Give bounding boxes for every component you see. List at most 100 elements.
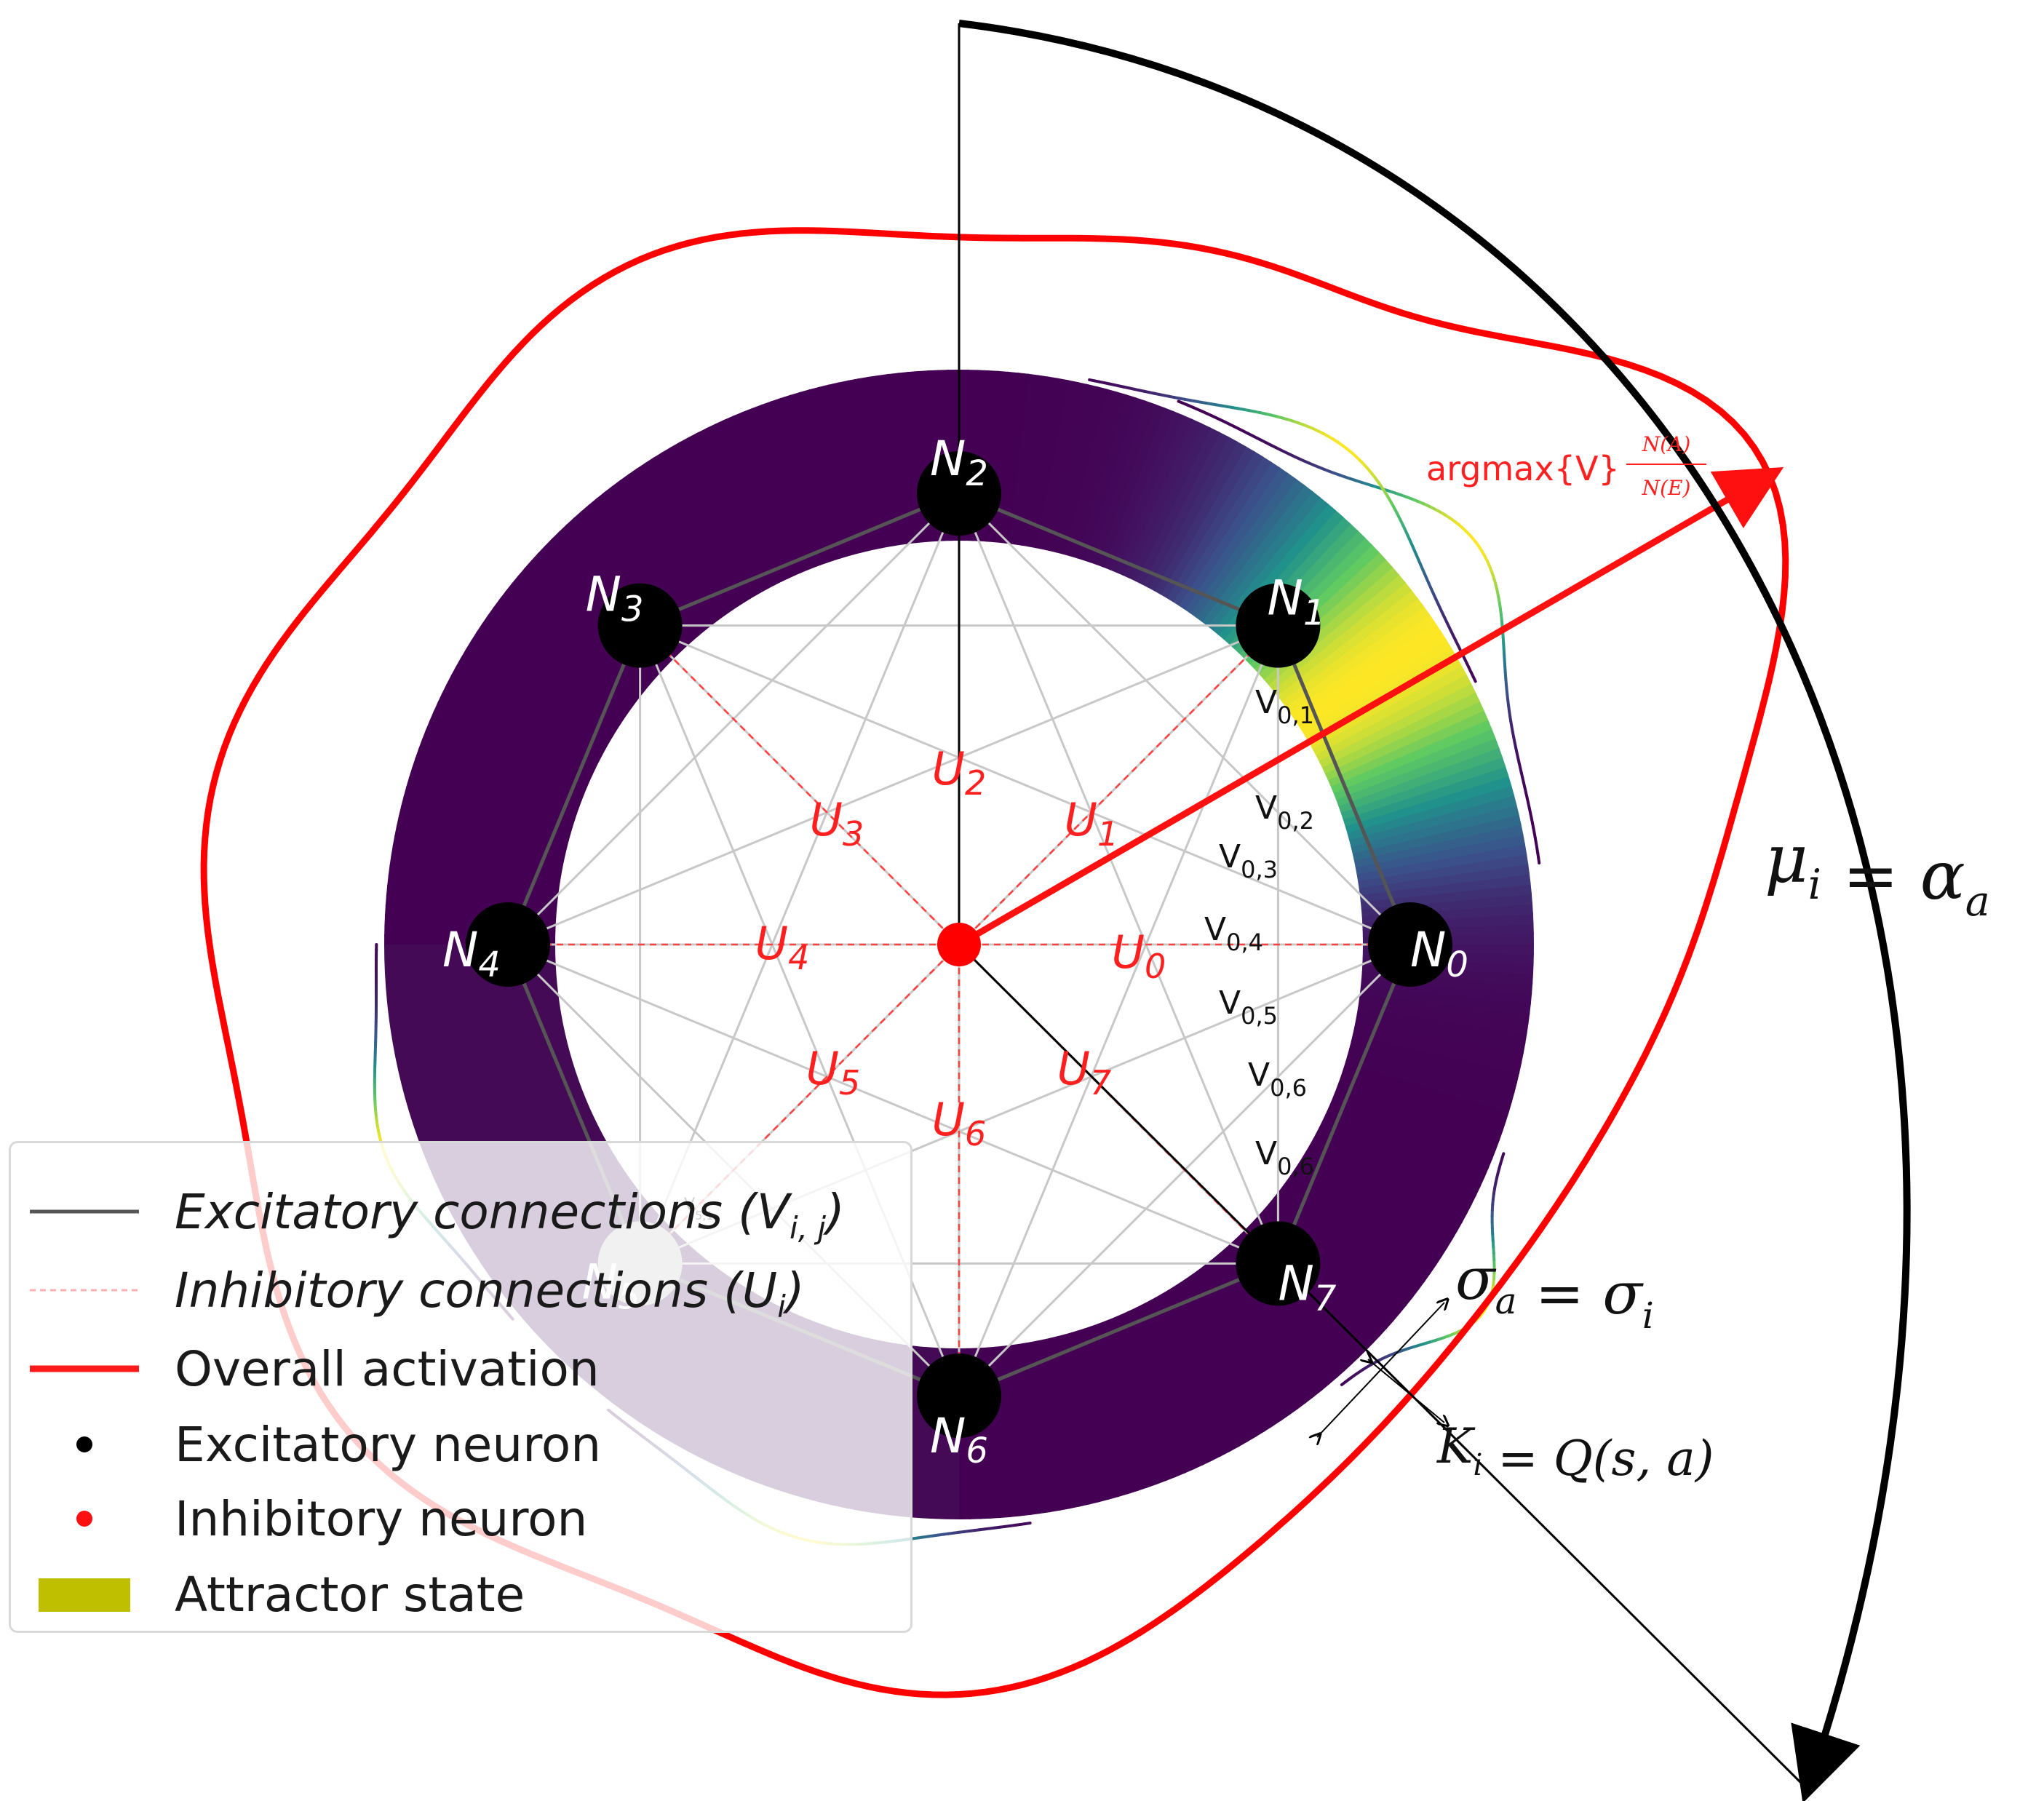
inhibitory-label-2: U2 [932,742,987,803]
ring-segment [723,415,802,576]
ring-segment [678,437,770,592]
ring-segment [1103,1318,1177,1482]
ring-segment [1063,1332,1120,1500]
ring-segment [789,391,848,559]
ring-segment [1141,431,1229,588]
ring-segment [396,815,566,862]
ring-segment [994,1345,1022,1517]
ring-segment [1082,397,1147,563]
neuron-label-1: N1 [1267,570,1325,634]
weight-label-4-main: V [1219,985,1241,1022]
ring-segment [1077,1328,1139,1495]
ring-segment [1340,755,1506,820]
ring-segment [1355,832,1525,875]
ring-segment [818,384,869,553]
ring-segment [1083,1326,1148,1492]
ring-segment [1360,882,1532,910]
ring-segment [1346,784,1515,840]
ring-segment [1213,1252,1330,1391]
overall-activation-curve [200,227,1789,1698]
ring-segment [1276,589,1418,701]
weight-label-3-main: V [1204,911,1226,948]
inhibitory-label-4: U4 [755,917,810,977]
legend-attractor-text: Attractor state [175,1567,525,1623]
ring-segment [1345,774,1512,834]
activation-curve-top [1088,378,1096,383]
ring-segment [1121,418,1202,579]
weight-label-3-sub: 0,4 [1226,929,1263,956]
neuron-label-6-sub: 6 [966,1431,988,1471]
ring-segment [1343,1061,1510,1123]
ring-segment [1207,1257,1323,1398]
ring-segment [1062,389,1118,557]
weight-label-2: V0,3 [1219,838,1278,883]
ring-segment [627,468,733,615]
legend-item-excitatory: Excitatory connections (Vi, j) [11,1175,910,1248]
sigma-equation-rhs: σ [1602,1260,1644,1327]
ring-segment [1318,681,1476,768]
ring-segment [1356,1006,1527,1045]
neuron-label-4-main: N [442,922,478,978]
ring-segment [1338,1074,1503,1142]
ring-segment [1327,709,1489,787]
ring-segment [1321,691,1480,774]
ring-segment [1351,1033,1520,1084]
ring-segment [1110,1316,1186,1478]
inhibitory-connection [639,624,960,945]
excitatory-connection [1276,624,1412,945]
activation-curve-right [1500,1152,1506,1160]
ring-segment [470,631,621,732]
ring-segment [1305,1145,1458,1241]
legend-inh-neuron-dot [76,1511,92,1527]
ring-segment [1006,373,1039,545]
ring-segment [732,411,808,573]
legend-inh-neuron-text: Inhibitory neuron [175,1491,588,1547]
ring-segment [1134,426,1220,585]
neuron-label-4-sub: 4 [478,945,501,985]
ring-segment [1147,436,1238,592]
weight-label-0: V0,1 [1255,684,1314,729]
argmax-numerator: N(A) [1642,432,1691,456]
mu-equation: μi = αa [1765,820,1990,926]
excitatory-connection [640,624,1411,946]
inhibitory-label-4-main: U [755,917,788,970]
legend-inhibitory-text: Inhibitory connections (U [175,1263,778,1319]
neuron-label-6-main: N [930,1408,966,1464]
ring-segment [1116,1313,1195,1474]
ring-segment [1129,1306,1213,1466]
ring-segment [1000,373,1030,544]
ring-segment [1348,793,1517,847]
ring-segment [1297,629,1447,731]
ring-segment [389,854,560,890]
ring-segment [1022,1342,1061,1513]
ring-segment [1097,1321,1167,1485]
ring-segment [770,397,835,563]
ring-segment [429,710,590,788]
ring-segment [1057,1334,1110,1503]
weight-label-5: V0,6 [1248,1057,1307,1102]
mu-arc-arrow [958,20,1911,1801]
ring-segment [635,462,739,611]
neuron-label-1-main: N [1267,570,1303,627]
ring-segment [1355,1013,1526,1054]
ring-segment [1281,597,1425,707]
legend-excitatory-sub: i, j [790,1210,827,1247]
ring-segment [1359,985,1531,1015]
inhibitory-label-1: U1 [1065,793,1119,854]
inhibitory-label-7: U7 [1057,1042,1112,1102]
legend-excitatory-text: Excitatory connections (V [175,1184,790,1240]
excitatory-connection [1276,944,1412,1265]
ring-segment [418,738,582,808]
inhibitory-label-7-sub: 7 [1090,1063,1111,1102]
weight-label-0-sub: 0,1 [1277,701,1314,729]
legend-inhibitory-line [30,1289,139,1292]
legend-excitatory-close: ) [826,1184,845,1240]
ring-segment [696,427,782,586]
ring-segment [394,824,565,870]
inhibitory-label-1-sub: 1 [1097,814,1118,854]
ring-segment [455,657,610,750]
neuron-label-3: N3 [586,567,644,630]
ring-segment [1311,664,1467,755]
ring-segment [1356,843,1527,882]
inhibitory-label-3: U3 [810,793,864,854]
